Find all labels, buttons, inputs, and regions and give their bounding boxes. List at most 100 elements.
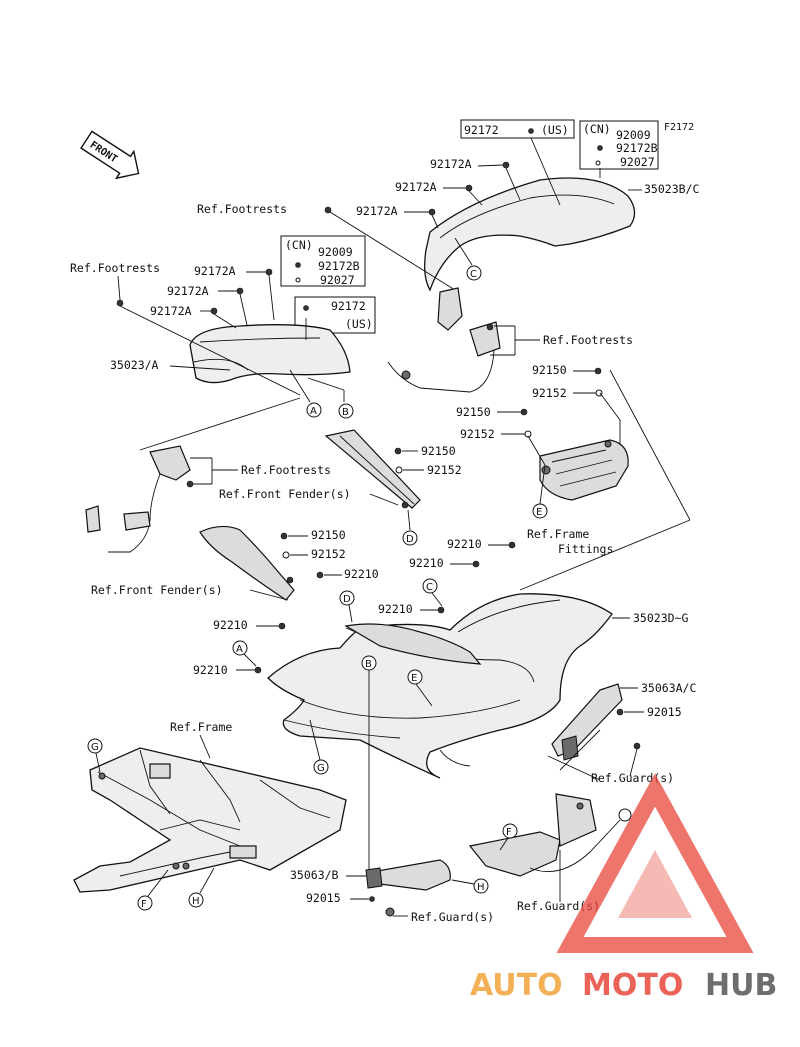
bolt-icon	[520, 408, 528, 416]
label-92150-1: 92150	[532, 363, 567, 377]
label-35023A: 35023/A	[110, 358, 159, 372]
label-92172A-4: 92172A	[194, 264, 236, 278]
label-ref-frame: Ref.Frame	[170, 720, 232, 734]
label-92172A-1: 92172A	[430, 157, 472, 171]
bolt-icon	[508, 541, 516, 549]
marker-H-1	[188, 892, 204, 908]
marker-D-2	[339, 590, 355, 606]
marker-F-1	[137, 895, 153, 911]
svg-text:A: A	[236, 644, 243, 655]
washer-icon	[595, 160, 601, 166]
bolt-icon	[472, 560, 480, 568]
bolt-icon	[280, 532, 288, 540]
svg-text:G: G	[91, 742, 99, 753]
label-92152-4: 92152	[311, 547, 346, 561]
left-cn-part-2: 92172B	[318, 259, 360, 273]
label-92015-2: 92015	[306, 891, 341, 905]
label-92150-3: 92150	[421, 444, 456, 458]
label-ref-front-fender-1: Ref.Front Fender(s)	[219, 487, 351, 501]
bolt-icon	[236, 287, 244, 295]
label-92210-4: 92210	[378, 602, 413, 616]
bolt-icon	[369, 896, 375, 902]
right-lower-bracket-part	[468, 793, 632, 877]
svg-text:G: G	[317, 763, 325, 774]
label-92150-4: 92150	[311, 528, 346, 542]
svg-text:C: C	[470, 269, 477, 280]
marker-A-2	[232, 640, 248, 656]
top-cn-part-3: 92027	[620, 155, 655, 169]
washer-icon	[295, 277, 301, 283]
svg-text:B: B	[365, 659, 372, 670]
svg-text:C: C	[426, 582, 433, 593]
bolt-icon	[528, 128, 534, 134]
svg-text:B: B	[342, 407, 349, 418]
bolt-icon	[295, 262, 301, 268]
top-cn-callout-box	[579, 120, 659, 170]
top-cn-part-2: 92172B	[616, 141, 658, 155]
marker-F-2	[502, 823, 518, 839]
bolt-icon	[116, 299, 124, 307]
right-footrest-bracket-part	[387, 287, 501, 393]
label-92152-1: 92152	[532, 386, 567, 400]
left-us-part: 92172	[331, 299, 366, 313]
bolt-icon	[254, 666, 262, 674]
label-35023BC: 35023B/C	[644, 182, 699, 196]
svg-text:F: F	[141, 899, 147, 910]
bolt-icon	[210, 307, 218, 315]
label-ref-guard-2: Ref.Guard(s)	[411, 910, 494, 924]
bolt-icon	[428, 208, 436, 216]
label-92172A-5: 92172A	[167, 284, 209, 298]
marker-G-1	[313, 759, 329, 775]
svg-text:D: D	[406, 534, 414, 545]
bolt-icon	[324, 206, 332, 214]
marker-C-2	[422, 578, 438, 594]
svg-text:H: H	[192, 896, 200, 907]
bolt-icon	[278, 622, 286, 630]
left-us-callout-box	[294, 296, 376, 334]
left-front-fender-bracket-part	[199, 525, 295, 601]
marker-G-2	[87, 738, 103, 754]
left-cn-part-3: 92027	[320, 273, 355, 287]
label-ref-frame-fittings-2: Fittings	[558, 542, 613, 556]
label-92172A-6: 92172A	[150, 304, 192, 318]
label-35063B: 35063/B	[290, 868, 339, 882]
marker-D-1	[402, 530, 418, 546]
top-us-region: (US)	[541, 123, 569, 137]
bolt-icon	[394, 447, 402, 455]
label-92210-2: 92210	[409, 556, 444, 570]
label-92152-3: 92152	[427, 463, 462, 477]
diagram-code: F2172	[664, 122, 694, 133]
top-us-callout-box	[460, 119, 575, 139]
label-ref-footrests-right: Ref.Footrests	[543, 333, 633, 347]
bolt-icon	[633, 742, 641, 750]
label-ref-footrests-top: Ref.Footrests	[197, 202, 287, 216]
label-92172A-2: 92172A	[395, 180, 437, 194]
bolt-icon	[316, 571, 324, 579]
marker-A-1	[306, 402, 322, 418]
bolt-icon	[465, 184, 473, 192]
bolt-icon	[437, 606, 445, 614]
left-cn-region: (CN)	[285, 238, 313, 252]
label-ref-footrests-mid: Ref.Footrests	[241, 463, 331, 477]
top-cn-part-1: 92009	[616, 128, 651, 142]
label-ref-footrests-left: Ref.Footrests	[70, 261, 160, 275]
label-92210-1: 92210	[447, 537, 482, 551]
lower-bracket-part	[365, 859, 451, 917]
label-ref-guard-1: Ref.Guard(s)	[591, 771, 674, 785]
frame-part	[73, 747, 347, 893]
label-92172A-3: 92172A	[356, 204, 398, 218]
label-92210-6: 92210	[193, 663, 228, 677]
label-35023DG: 35023D~G	[633, 611, 688, 625]
svg-text:E: E	[411, 673, 417, 684]
front-fender-body-part	[267, 593, 613, 779]
svg-text:MOTO: MOTO	[582, 968, 683, 1003]
washer-icon	[282, 551, 290, 559]
left-rear-fender-part	[189, 324, 351, 384]
bolt-icon	[265, 268, 273, 276]
top-us-part: 92172	[464, 123, 499, 137]
label-35063AC: 35063A/C	[641, 681, 696, 695]
right-side-bracket-part	[551, 683, 624, 761]
bolt-icon	[303, 305, 309, 311]
left-cn-part-1: 92009	[318, 245, 353, 259]
bolt-icon	[594, 367, 602, 375]
